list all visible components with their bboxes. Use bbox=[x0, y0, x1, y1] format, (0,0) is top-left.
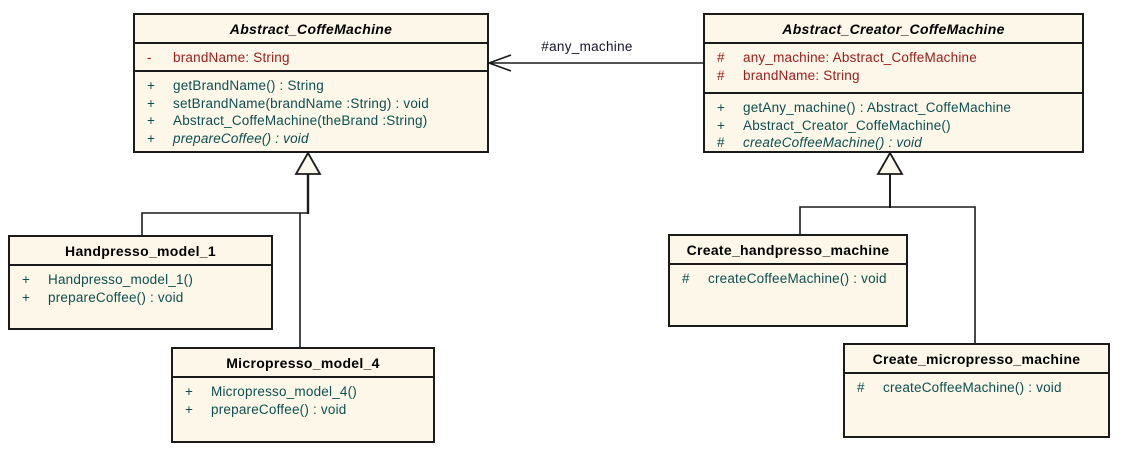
class-title: Create_handpresso_machine bbox=[670, 236, 906, 265]
method-row: + Handpresso_model_1() bbox=[18, 271, 267, 289]
class-title: Micropresso_model_4 bbox=[173, 349, 433, 378]
attributes-compartment: - brandName: String bbox=[135, 44, 487, 72]
method-row: # createCoffeeMachine() : void bbox=[853, 379, 1104, 397]
method-text: createCoffeeMachine() : void bbox=[883, 380, 1062, 395]
methods-compartment: + getBrandName() : String + setBrandName… bbox=[135, 72, 487, 151]
class-abstract-coffemachine: Abstract_CoffeMachine - brandName: Strin… bbox=[133, 13, 489, 153]
visibility-symbol: # bbox=[717, 135, 725, 150]
class-title: Handpresso_model_1 bbox=[10, 237, 271, 266]
visibility-symbol: # bbox=[857, 380, 865, 395]
class-create-handpresso-machine: Create_handpresso_machine # createCoffee… bbox=[668, 234, 908, 327]
attribute-row: # brandName: String bbox=[713, 67, 1078, 85]
method-row: + Abstract_Creator_CoffeMachine() bbox=[713, 117, 1078, 135]
methods-compartment: + Micropresso_model_4() + prepareCoffee(… bbox=[173, 378, 433, 441]
method-row: + Abstract_CoffeMachine(theBrand :String… bbox=[143, 112, 483, 130]
methods-compartment: # createCoffeeMachine() : void bbox=[845, 374, 1108, 436]
method-text: setBrandName(brandName :String) : void bbox=[173, 95, 429, 111]
visibility-symbol: + bbox=[147, 113, 156, 128]
visibility-symbol: # bbox=[717, 67, 725, 83]
method-text: getAny_machine() : Abstract_CoffeMachine bbox=[743, 100, 1012, 115]
open-arrowhead-icon bbox=[486, 54, 512, 72]
method-row: + getAny_machine() : Abstract_CoffeMachi… bbox=[713, 99, 1078, 117]
method-text: Abstract_CoffeMachine(theBrand :String) bbox=[173, 113, 428, 128]
method-text: getBrandName() : String bbox=[173, 78, 324, 93]
methods-compartment: # createCoffeeMachine() : void bbox=[670, 265, 906, 325]
method-row: # createCoffeeMachine() : void bbox=[713, 134, 1078, 152]
visibility-symbol: + bbox=[147, 78, 156, 93]
method-row: + setBrandName(brandName :String) : void bbox=[143, 95, 483, 113]
class-create-micropresso-machine: Create_micropresso_machine # createCoffe… bbox=[843, 343, 1110, 438]
class-handpresso-model-1: Handpresso_model_1 + Handpresso_model_1(… bbox=[8, 235, 273, 330]
visibility-symbol: - bbox=[147, 50, 152, 65]
method-text: prepareCoffee() : void bbox=[173, 130, 309, 146]
class-micropresso-model-4: Micropresso_model_4 + Micropresso_model_… bbox=[171, 347, 435, 443]
method-row: + prepareCoffee() : void bbox=[143, 130, 483, 148]
method-text: prepareCoffee() : void bbox=[211, 401, 347, 417]
method-row: + prepareCoffee() : void bbox=[181, 401, 429, 419]
method-text: Handpresso_model_1() bbox=[48, 272, 194, 287]
methods-compartment: + getAny_machine() : Abstract_CoffeMachi… bbox=[705, 94, 1082, 154]
visibility-symbol: + bbox=[147, 95, 156, 111]
class-title: Create_micropresso_machine bbox=[845, 345, 1108, 374]
class-title: Abstract_Creator_CoffeMachine bbox=[705, 15, 1082, 44]
method-text: Micropresso_model_4() bbox=[211, 384, 358, 399]
method-text: Abstract_Creator_CoffeMachine() bbox=[743, 117, 951, 133]
class-abstract-creator-coffemachine: Abstract_Creator_CoffeMachine # any_mach… bbox=[703, 13, 1084, 153]
attribute-row: # any_machine: Abstract_CoffeMachine bbox=[713, 49, 1078, 67]
generalization-triangle-right-icon bbox=[876, 151, 904, 175]
visibility-symbol: # bbox=[717, 50, 725, 65]
method-text: prepareCoffee() : void bbox=[48, 289, 184, 305]
visibility-symbol: + bbox=[185, 384, 194, 399]
visibility-symbol: + bbox=[22, 289, 31, 305]
methods-compartment: + Handpresso_model_1() + prepareCoffee()… bbox=[10, 266, 271, 328]
visibility-symbol: # bbox=[682, 271, 690, 286]
association-label: #any_machine bbox=[541, 39, 633, 54]
visibility-symbol: + bbox=[717, 117, 726, 133]
attribute-text: brandName: String bbox=[743, 67, 860, 83]
inheritance-line-creators bbox=[799, 206, 976, 344]
attribute-row: - brandName: String bbox=[143, 49, 483, 67]
method-row: # createCoffeeMachine() : void bbox=[678, 270, 902, 288]
method-row: + prepareCoffee() : void bbox=[18, 289, 267, 307]
method-row: + getBrandName() : String bbox=[143, 77, 483, 95]
visibility-symbol: + bbox=[185, 401, 194, 417]
visibility-symbol: + bbox=[147, 130, 156, 146]
method-row: + Micropresso_model_4() bbox=[181, 383, 429, 401]
visibility-symbol: + bbox=[22, 272, 31, 287]
method-text: createCoffeeMachine() : void bbox=[743, 135, 922, 150]
method-text: createCoffeeMachine() : void bbox=[708, 271, 887, 286]
attribute-text: brandName: String bbox=[173, 50, 290, 65]
attribute-text: any_machine: Abstract_CoffeMachine bbox=[743, 50, 977, 65]
generalization-triangle-left-icon bbox=[294, 151, 322, 175]
visibility-symbol: + bbox=[717, 100, 726, 115]
class-title: Abstract_CoffeMachine bbox=[135, 15, 487, 44]
attributes-compartment: # any_machine: Abstract_CoffeMachine # b… bbox=[705, 44, 1082, 94]
inheritance-line-handpresso bbox=[141, 212, 309, 236]
